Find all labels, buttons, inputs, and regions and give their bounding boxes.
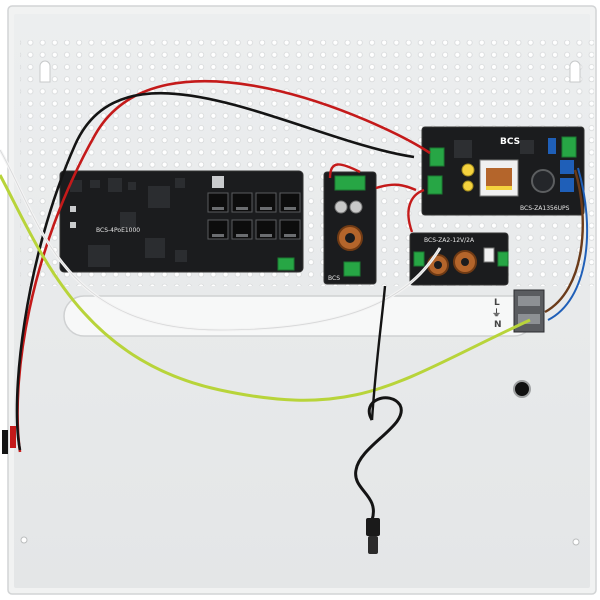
- switch-board: BCS-4PoE1000: [59, 170, 304, 273]
- terminal-label-l: L: [494, 298, 500, 308]
- dc-plug-tip: [368, 536, 378, 554]
- white-wire-shadow: [0, 149, 441, 331]
- terminal-label-n: N: [494, 320, 502, 330]
- blue-wire: [547, 167, 589, 321]
- psu-brand: BCS: [500, 137, 520, 147]
- psu-board: BCS BCS-ZA1356UPS: [421, 126, 585, 216]
- yellow-green-wire: [0, 174, 531, 402]
- filter-board: BCS-ZA2-12V/2A: [409, 232, 509, 286]
- red-jumper: [328, 163, 361, 179]
- filter-board-label: BCS-ZA2-12V/2A: [424, 237, 475, 244]
- grommet-hole: [513, 380, 531, 398]
- keyhole-slot-right: [569, 60, 581, 83]
- red-lead-end: [10, 426, 16, 448]
- switch-board-label: BCS-4PoE1000: [96, 227, 140, 234]
- converter-board-label: BCS: [328, 275, 340, 282]
- terminal-label-earth: ⏚: [492, 308, 501, 319]
- converter-board: BCS: [323, 171, 377, 285]
- dc-plug-body: [366, 518, 380, 536]
- screw-hole: [572, 538, 580, 546]
- psu-board-label: BCS-ZA1356UPS: [520, 205, 570, 212]
- red-jumper-2: [375, 183, 417, 192]
- dc-lead-coil: [354, 396, 403, 521]
- red-jumper-3: [407, 188, 425, 233]
- screw-hole: [20, 536, 28, 544]
- brown-wire: [544, 169, 584, 314]
- black-lead-end: [2, 430, 8, 454]
- keyhole-slot-left: [39, 60, 51, 83]
- black-wire: [15, 92, 415, 451]
